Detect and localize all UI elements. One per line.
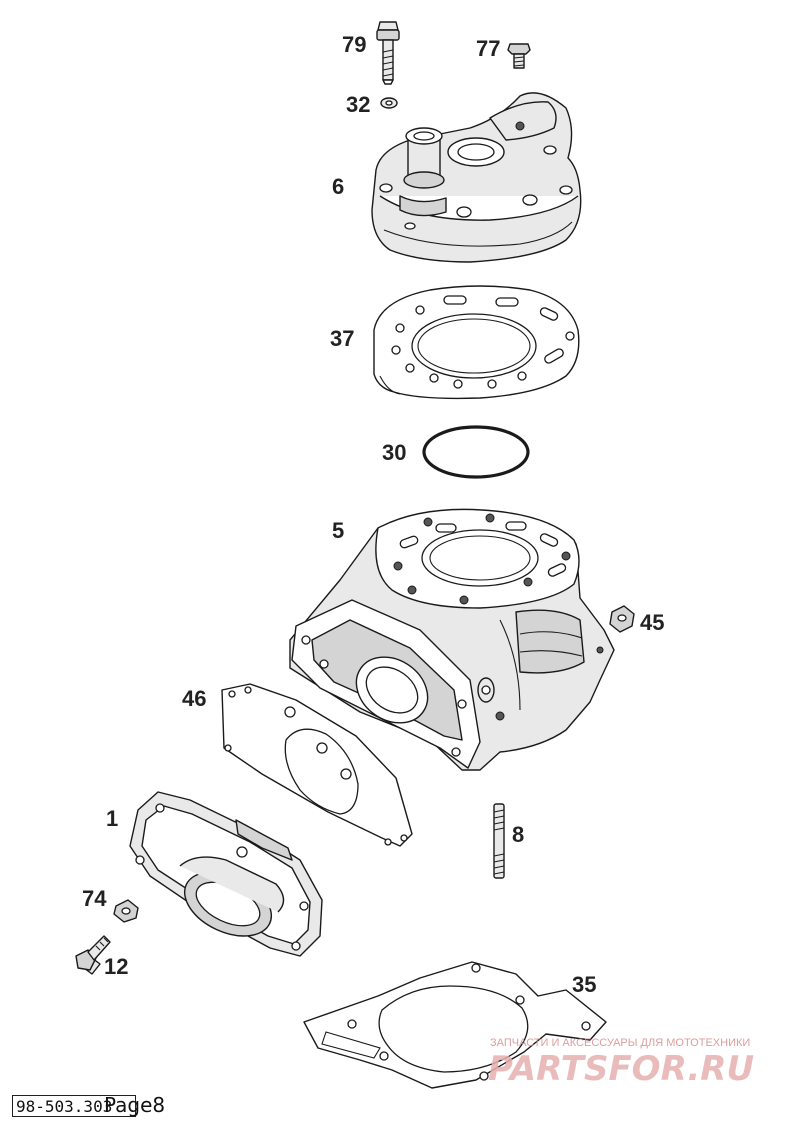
label-45: 45	[640, 610, 664, 635]
label-1: 1	[106, 806, 118, 831]
part-37-head-gasket	[373, 285, 580, 400]
part-32-washer	[380, 97, 398, 109]
label-46: 46	[182, 686, 206, 711]
label-77: 77	[476, 36, 500, 61]
part-74-nut	[113, 899, 139, 923]
part-1-intake-flange	[129, 791, 323, 957]
label-79: 79	[342, 32, 366, 57]
label-30: 30	[382, 440, 406, 465]
part-5-cylinder	[289, 508, 615, 771]
label-12: 12	[104, 954, 128, 979]
watermark-logo: PARTSFOR.RU	[488, 1049, 754, 1089]
part-46-intake-gasket	[221, 683, 413, 847]
footer-code-box	[12, 1095, 136, 1117]
label-32: 32	[346, 92, 370, 117]
part-79-bolt	[376, 21, 400, 85]
label-6: 6	[332, 174, 344, 199]
part-12-bolt	[75, 935, 111, 975]
part-77-screw	[507, 43, 531, 69]
label-37: 37	[330, 326, 354, 351]
label-35: 35	[572, 972, 596, 997]
footer-code: 98-503.303	[16, 1097, 113, 1116]
part-8-stud	[493, 803, 505, 879]
watermark: ЗАПЧАСТИ И АКСЕССУАРЫ ДЛЯ МОТОТЕХНИКИ PA…	[488, 1037, 754, 1089]
part-45-nut	[609, 605, 635, 633]
part-35-base-gasket	[303, 961, 607, 1089]
label-8: 8	[512, 822, 524, 847]
label-74: 74	[82, 886, 107, 911]
label-5: 5	[332, 518, 344, 543]
part-30-o-ring	[422, 425, 530, 479]
part-6-cylinder-head	[371, 92, 582, 263]
footer-page: Page8	[104, 1093, 166, 1117]
watermark-tagline: ЗАПЧАСТИ И АКСЕССУАРЫ ДЛЯ МОТОТЕХНИКИ	[490, 1037, 750, 1049]
